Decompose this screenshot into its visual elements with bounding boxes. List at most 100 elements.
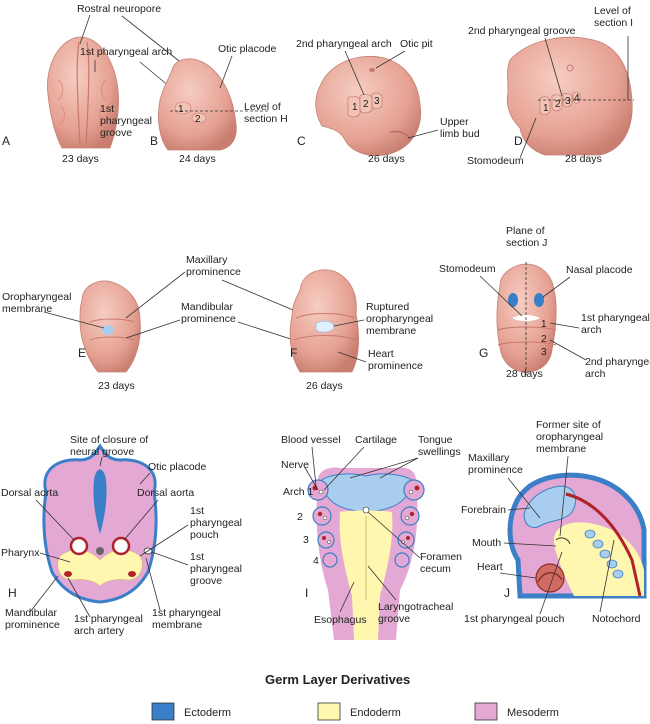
- label-arch-4: 4: [313, 555, 319, 567]
- panel-c-letter: C: [297, 134, 306, 148]
- label-mouth: Mouth: [472, 537, 501, 549]
- label-forebrain: Forebrain: [461, 504, 506, 516]
- label-nasal-placode: Nasal placode: [566, 264, 633, 276]
- label-rostral-neuropore: Rostral neuropore: [77, 3, 161, 15]
- panel-h-section: [42, 443, 158, 604]
- panel-c-arch-1: 1: [352, 102, 358, 113]
- label-blood-vessel: Blood vessel: [281, 434, 341, 446]
- panel-h-letter: H: [8, 586, 17, 600]
- label-esophagus: Esophagus: [314, 614, 367, 626]
- legend-item-endoderm: Endoderm: [317, 702, 401, 721]
- label-stomodeum-g: Stomodeum: [439, 263, 496, 275]
- panel-e-letter: E: [78, 346, 86, 360]
- label-stomodeum-d: Stomodeum: [467, 155, 524, 167]
- label-pharynx: Pharynx: [1, 547, 40, 559]
- panel-g-age: 28 days: [506, 368, 543, 380]
- panel-a-letter: A: [2, 134, 10, 148]
- panel-g-letter: G: [479, 346, 488, 360]
- label-1st-pharyngeal-arch: 1st pharyngeal arch: [80, 46, 172, 58]
- panel-d-age: 28 days: [565, 153, 602, 165]
- panel-f-embryo: [289, 269, 360, 373]
- legend-label-endoderm: Endoderm: [350, 707, 401, 719]
- legend-label-mesoderm: Mesoderm: [507, 707, 559, 719]
- panel-g-arch-2: 2: [541, 334, 547, 345]
- label-otic-placode-h: Otic placode: [148, 461, 207, 473]
- label-otic-placode-b: Otic placode: [218, 43, 277, 55]
- legend-label-ectoderm: Ectoderm: [184, 707, 231, 719]
- arch-left-column: [307, 479, 338, 568]
- legend-item-mesoderm: Mesoderm: [474, 702, 559, 721]
- legend-title: Germ Layer Derivatives: [265, 672, 410, 687]
- panel-d-arch-4: 4: [574, 93, 580, 104]
- panel-g-embryo: [496, 263, 557, 373]
- somite-column: [584, 529, 624, 579]
- panel-b-arch-2: 2: [195, 114, 201, 125]
- panel-i-section: [307, 467, 425, 640]
- panel-j-letter: J: [504, 586, 510, 600]
- label-2nd-pharyngeal-arch: 2nd pharyngeal arch: [296, 38, 392, 50]
- panel-e-embryo: [79, 280, 141, 373]
- panel-e-age: 23 days: [98, 380, 135, 392]
- label-arch-2: 2: [297, 511, 303, 523]
- legend-swatch-ectoderm: [151, 702, 175, 721]
- legend-swatch-mesoderm: [474, 702, 498, 721]
- panel-i-letter: I: [305, 586, 308, 600]
- label-arch-3: 3: [303, 534, 309, 546]
- panel-d-embryo: [506, 36, 633, 156]
- panel-d-arch-2: 2: [555, 99, 561, 110]
- panel-d-letter: D: [514, 134, 523, 148]
- panel-a-age: 23 days: [62, 153, 99, 165]
- panel-g-arch-3: 3: [541, 347, 547, 358]
- panel-d-arch-1: 1: [543, 103, 549, 114]
- panel-c-arch-2: 2: [363, 99, 369, 110]
- panel-b-embryo: [158, 58, 237, 151]
- legend-item-ectoderm: Ectoderm: [151, 702, 231, 721]
- label-cartilage: Cartilage: [355, 434, 397, 446]
- panel-f-age: 26 days: [306, 380, 343, 392]
- label-1st-pharyngeal-pouch-j: 1st pharyngeal pouch: [464, 613, 565, 625]
- panel-b-age: 24 days: [179, 153, 216, 165]
- panel-b-letter: B: [150, 134, 158, 148]
- panel-g-arch-1: 1: [541, 319, 547, 330]
- label-otic-pit: Otic pit: [400, 38, 433, 50]
- label-dorsal-aorta-left: Dorsal aorta: [1, 487, 58, 499]
- legend-swatch-endoderm: [317, 702, 341, 721]
- label-arch-1: Arch 1: [283, 486, 314, 498]
- panel-d-arch-3: 3: [565, 96, 571, 107]
- label-2nd-pharyngeal-groove: 2nd pharyngeal groove: [468, 25, 576, 37]
- panel-b-arch-1: 1: [178, 104, 184, 115]
- arch-right-column: [394, 479, 425, 568]
- panel-j-section: [507, 472, 647, 599]
- panel-c-age: 26 days: [368, 153, 405, 165]
- panel-c-embryo: [315, 55, 422, 157]
- label-nerve: Nerve: [281, 459, 309, 471]
- label-dorsal-aorta-right: Dorsal aorta: [137, 487, 194, 499]
- label-notochord: Notochord: [592, 613, 641, 625]
- panel-c-arch-3: 3: [374, 96, 380, 107]
- panel-f-letter: F: [290, 346, 297, 360]
